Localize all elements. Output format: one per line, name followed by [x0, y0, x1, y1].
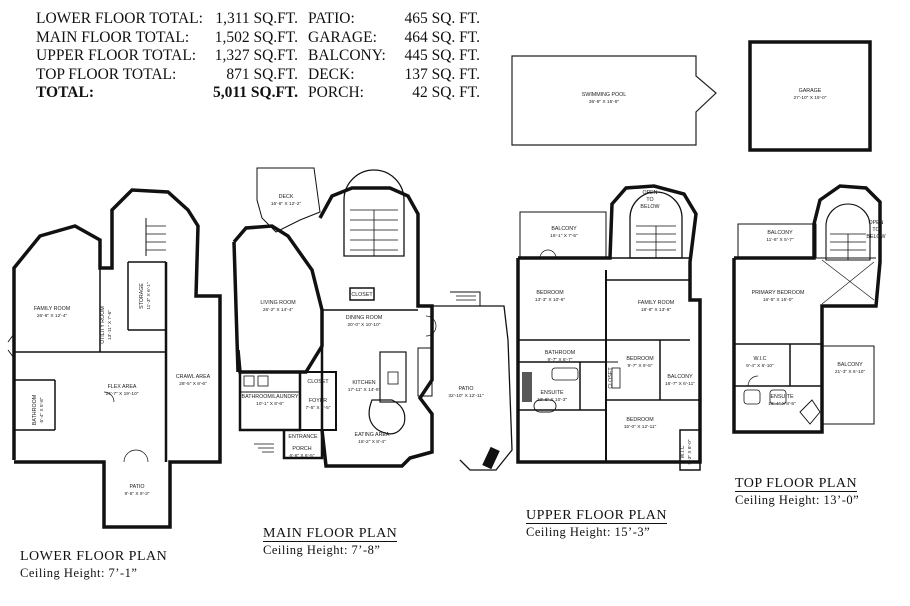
svg-text:13'-11" X 7'-6": 13'-11" X 7'-6" — [107, 310, 113, 340]
svg-text:STORAGE: STORAGE — [139, 283, 145, 309]
svg-text:BEDROOM: BEDROOM — [536, 290, 563, 296]
svg-text:16'-1" X 7'-5": 16'-1" X 7'-5" — [550, 233, 578, 239]
svg-text:16'-4" X 8'-5": 16'-4" X 8'-5" — [768, 401, 796, 407]
svg-text:CLOSET: CLOSET — [608, 367, 614, 389]
svg-text:BALCONY: BALCONY — [551, 226, 577, 232]
main-floor-labels: DECK 16'-6" X 12'-2" LIVING ROOM 26'-2" … — [242, 194, 484, 459]
svg-text:32'-10" X 12'-11": 32'-10" X 12'-11" — [448, 393, 484, 399]
svg-text:W.I.C: W.I.C — [754, 356, 767, 362]
svg-text:35'-9" X 15'-9": 35'-9" X 15'-9" — [589, 99, 620, 105]
main-floor-title: MAIN FLOOR PLAN Ceiling Height: 7’-8” — [263, 526, 398, 557]
svg-text:27'-10" X 19'-0": 27'-10" X 19'-0" — [794, 95, 827, 101]
svg-text:9'-7" X 9'-5": 9'-7" X 9'-5" — [628, 363, 653, 369]
svg-text:26'-2" X 14'-4": 26'-2" X 14'-4" — [263, 307, 294, 313]
svg-text:5'-3" X 8'-0": 5'-3" X 8'-0" — [687, 439, 693, 464]
svg-text:FAMILY ROOM: FAMILY ROOM — [638, 300, 674, 306]
svg-text:28'-5" X 8'-6": 28'-5" X 8'-6" — [179, 381, 207, 387]
svg-text:16'-5" X 15'-0": 16'-5" X 15'-0" — [763, 297, 794, 303]
svg-text:9'-4" X 6'-10": 9'-4" X 6'-10" — [746, 363, 774, 369]
svg-text:CRAWL AREA: CRAWL AREA — [176, 374, 211, 380]
svg-text:DINING ROOM: DINING ROOM — [346, 315, 383, 321]
lower-floor-walls — [7, 188, 222, 529]
svg-text:21'-3" X 6'-10": 21'-3" X 6'-10" — [835, 369, 866, 375]
svg-text:DECK: DECK — [279, 194, 294, 200]
svg-text:24'-7" X 19'-10": 24'-7" X 19'-10" — [106, 391, 139, 397]
svg-text:7'-5" X 6'-5": 7'-5" X 6'-5" — [306, 405, 331, 411]
svg-text:PATIO: PATIO — [129, 484, 144, 490]
svg-text:FLEX AREA: FLEX AREA — [108, 384, 137, 390]
svg-text:BATHROOM/LAUNDRY: BATHROOM/LAUNDRY — [242, 394, 299, 400]
svg-text:BEDROOM: BEDROOM — [626, 417, 653, 423]
svg-text:15'-0" X 12'-11": 15'-0" X 12'-11" — [624, 424, 657, 430]
svg-text:FOYER: FOYER — [309, 398, 327, 404]
svg-text:TO: TO — [646, 197, 653, 203]
svg-text:SWIMMING POOL: SWIMMING POOL — [582, 92, 626, 98]
garage-outline — [748, 40, 872, 152]
svg-text:BALCONY: BALCONY — [767, 230, 793, 236]
svg-text:10'-1" X 8'-6": 10'-1" X 8'-6" — [256, 401, 284, 407]
svg-text:11'-6" X 5'-7": 11'-6" X 5'-7" — [766, 237, 794, 243]
svg-text:BATHROOM: BATHROOM — [545, 350, 575, 356]
svg-text:KITCHEN: KITCHEN — [352, 380, 375, 386]
svg-text:9'-7" X 8'-7": 9'-7" X 8'-7" — [548, 357, 573, 363]
svg-text:PORCH: PORCH — [292, 446, 311, 452]
svg-text:W.I.C: W.I.C — [680, 445, 686, 458]
svg-text:9'-5" X 9'-3": 9'-5" X 9'-3" — [125, 491, 150, 497]
svg-text:10'-6" X 10'-3": 10'-6" X 10'-3" — [537, 397, 568, 403]
svg-text:18'-8" X 13'-6": 18'-8" X 13'-6" — [641, 307, 672, 313]
upper-floor-walls — [516, 184, 702, 471]
svg-text:OPEN: OPEN — [868, 220, 883, 226]
lower-floor-title: LOWER FLOOR PLAN Ceiling Height: 7’-1” — [20, 549, 168, 580]
svg-text:BELOW: BELOW — [640, 204, 659, 210]
svg-text:11'-3" X 6'-1": 11'-3" X 6'-1" — [146, 282, 152, 310]
upper-floor-labels: BALCONY 16'-1" X 7'-5" OPEN TO BELOW BED… — [535, 190, 695, 464]
svg-text:BATHROOM: BATHROOM — [32, 395, 38, 425]
main-floor-walls — [232, 167, 513, 471]
svg-text:13'-3" X 10'-6": 13'-3" X 10'-6" — [535, 297, 566, 303]
svg-text:16'-6" X 12'-2": 16'-6" X 12'-2" — [271, 201, 302, 207]
svg-text:UTILITY ROOM: UTILITY ROOM — [100, 306, 106, 344]
pool-outline — [511, 55, 717, 146]
svg-text:17'-11" X 14'-9": 17'-11" X 14'-9" — [348, 387, 381, 393]
outbuilding-labels: SWIMMING POOL 35'-9" X 15'-9" GARAGE 27'… — [582, 88, 827, 105]
top-floor-title: TOP FLOOR PLAN Ceiling Height: 13’-0” — [735, 476, 860, 507]
svg-text:26'-8" X 12'-4": 26'-8" X 12'-4" — [37, 313, 68, 319]
svg-text:OPEN: OPEN — [642, 190, 657, 196]
upper-floor-title: UPPER FLOOR PLAN Ceiling Height: 15’-3” — [526, 508, 668, 539]
svg-text:ENSUITE: ENSUITE — [771, 394, 794, 400]
svg-text:FAMILY ROOM: FAMILY ROOM — [34, 306, 70, 312]
lower-floor-labels: FAMILY ROOM 26'-8" X 12'-4" UTILITY ROOM… — [32, 282, 211, 497]
svg-text:GARAGE: GARAGE — [799, 88, 822, 94]
top-floor-walls — [732, 184, 882, 434]
svg-text:BALCONY: BALCONY — [667, 374, 693, 380]
svg-text:6'-6" X 6'-5": 6'-6" X 6'-5" — [290, 453, 315, 459]
svg-text:EATING AREA: EATING AREA — [355, 432, 390, 438]
svg-text:15'-2" X 8'-4": 15'-2" X 8'-4" — [358, 439, 386, 445]
svg-text:LIVING ROOM: LIVING ROOM — [260, 300, 295, 306]
svg-text:ENSUITE: ENSUITE — [541, 390, 564, 396]
svg-text:CLOSET: CLOSET — [351, 292, 373, 298]
svg-text:20'-0" X 10'-10": 20'-0" X 10'-10" — [348, 322, 381, 328]
svg-text:BEDROOM: BEDROOM — [626, 356, 653, 362]
svg-text:TO: TO — [872, 227, 879, 233]
svg-text:BELOW: BELOW — [866, 234, 885, 240]
top-floor-labels: BALCONY 11'-6" X 5'-7" OPEN TO BELOW PRI… — [746, 220, 885, 407]
svg-text:6'-4" X 5'-8": 6'-4" X 5'-8" — [39, 397, 45, 422]
svg-text:CLOSET: CLOSET — [307, 379, 329, 385]
svg-text:ENTRANCE: ENTRANCE — [288, 434, 318, 440]
svg-text:PATIO: PATIO — [458, 386, 473, 392]
svg-text:16'-7" X 6'-11": 16'-7" X 6'-11" — [665, 381, 695, 387]
svg-text:PRIMARY BEDROOM: PRIMARY BEDROOM — [752, 290, 805, 296]
svg-text:BALCONY: BALCONY — [837, 362, 863, 368]
